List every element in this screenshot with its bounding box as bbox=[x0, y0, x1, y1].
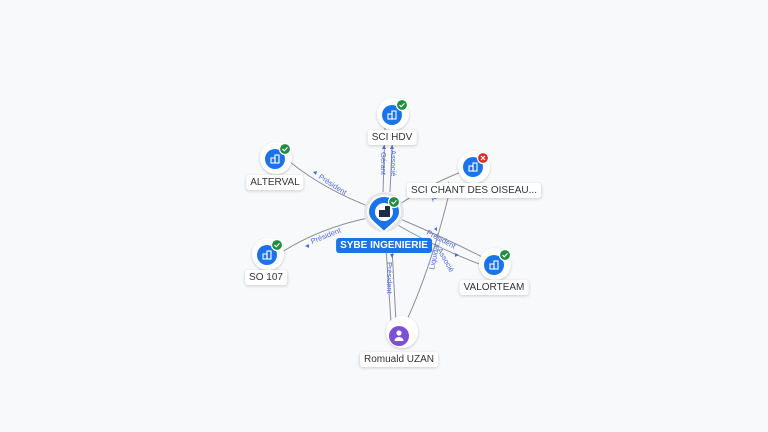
edge-person-liquidateur bbox=[405, 197, 449, 323]
node-alterval[interactable] bbox=[260, 142, 292, 174]
arrow-hdv bbox=[382, 145, 386, 149]
building-icon bbox=[270, 154, 280, 164]
node-label-sci-chant[interactable]: SCI CHANT DES OISEAU... bbox=[407, 183, 541, 198]
node-sci-chant[interactable] bbox=[458, 151, 490, 183]
arrow-hdv-2 bbox=[390, 145, 394, 149]
active-check-icon bbox=[395, 98, 409, 112]
active-check-icon bbox=[278, 142, 292, 156]
node-label-sci-hdv[interactable]: SCI HDV bbox=[367, 130, 417, 145]
arrow-alterval bbox=[313, 171, 317, 175]
building-icon bbox=[387, 110, 397, 120]
edge-person-1 bbox=[391, 247, 397, 323]
node-so107[interactable] bbox=[252, 238, 284, 270]
node-label-alterval[interactable]: ALTERVAL bbox=[246, 175, 304, 190]
person-icon bbox=[394, 330, 404, 341]
center-node[interactable] bbox=[364, 192, 404, 234]
edge-alterval bbox=[289, 161, 374, 209]
active-check-icon bbox=[498, 248, 512, 262]
edge-label-alterval-president: Président bbox=[317, 172, 349, 197]
building-icon bbox=[262, 250, 272, 260]
edge-label-hdv-associe: Associé bbox=[389, 150, 398, 176]
building-icon bbox=[468, 162, 478, 172]
edges bbox=[281, 127, 493, 323]
node-valorteam[interactable] bbox=[479, 248, 512, 280]
edge-person-2 bbox=[385, 247, 392, 323]
arrow-so107 bbox=[305, 244, 309, 248]
node-person[interactable] bbox=[386, 316, 418, 348]
arrow-person bbox=[390, 254, 394, 258]
node-label-so107[interactable]: SO 107 bbox=[245, 270, 287, 285]
edge-so107 bbox=[281, 217, 369, 253]
node-sci-hdv[interactable] bbox=[377, 98, 409, 130]
arrowheads bbox=[305, 145, 459, 258]
active-check-icon bbox=[387, 195, 401, 209]
edge-label-hdv-gerant: Gérant bbox=[379, 152, 388, 176]
arrow-valor bbox=[455, 253, 459, 257]
building-icon bbox=[379, 206, 390, 217]
node-label-romuald-uzan[interactable]: Romuald UZAN bbox=[359, 352, 439, 367]
edge-label-person-president: Président bbox=[385, 262, 394, 295]
arrow-chant bbox=[434, 227, 437, 231]
active-check-icon bbox=[270, 238, 284, 252]
node-label-valorteam[interactable]: VALORTEAM bbox=[459, 280, 529, 295]
building-icon bbox=[489, 260, 499, 270]
node-label-sybe-ingenierie[interactable]: SYBE INGENIERIE bbox=[336, 238, 432, 253]
